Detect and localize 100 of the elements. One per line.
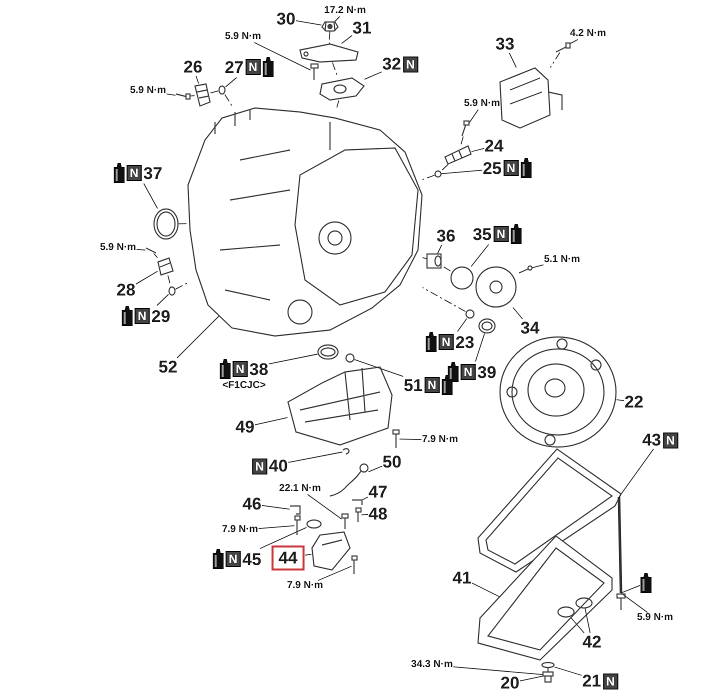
- callout-number: 34: [520, 320, 540, 336]
- leader-line: [307, 494, 342, 520]
- leader-line: [156, 294, 169, 306]
- leader-line: [318, 566, 352, 581]
- variant-note: <F1CJC>: [222, 380, 266, 391]
- oil-cooler-drawing: [499, 67, 563, 129]
- torque-value: 5.9 N·m: [464, 99, 500, 109]
- bolt-drawing: [294, 515, 301, 535]
- replace-part-mark: N: [232, 361, 248, 377]
- callout-number: 43: [642, 432, 662, 448]
- gasket-drawing: [477, 448, 622, 573]
- bolt-drawing: [518, 265, 533, 274]
- torque-value: 4.2 N·m: [570, 29, 606, 39]
- leader-line: [532, 264, 544, 268]
- torque-value: 22.1 N·m: [279, 484, 321, 494]
- switch-drawing: [319, 77, 365, 101]
- leader-line: [254, 42, 311, 70]
- replace-part-mark: N: [252, 458, 267, 474]
- torque-value: 5.9 N·m: [224, 32, 262, 42]
- torque-value: 5.1 N·m: [544, 255, 580, 265]
- leader-line: [268, 354, 318, 364]
- leader-line: [262, 504, 290, 510]
- callout-number: 52: [158, 358, 178, 376]
- rod-line: [618, 496, 622, 594]
- leader-line: [166, 93, 176, 96]
- callout-number: 42: [582, 634, 602, 650]
- torque-value: 7.9 N·m: [422, 435, 458, 445]
- callout-number: 38: [249, 360, 268, 378]
- callout-number: 27: [224, 58, 244, 76]
- filter-drawing: [426, 253, 442, 269]
- callout-number: 49: [236, 418, 254, 436]
- callout-number: 40: [268, 458, 288, 474]
- replace-part-mark: N: [504, 160, 518, 176]
- replace-part-mark: N: [438, 334, 454, 350]
- bolt-drawing: [392, 429, 400, 448]
- center-line: [153, 253, 158, 258]
- clip-drawing: [342, 448, 350, 455]
- sensor-drawing: [194, 83, 211, 107]
- leader-line: [508, 52, 517, 68]
- center-line: [175, 282, 188, 290]
- replace-part-mark: N: [424, 377, 440, 393]
- callout-number: 24: [484, 138, 504, 154]
- leader-line: [254, 417, 288, 426]
- replace-part-mark: N: [134, 308, 150, 324]
- seal-ring-drawing: [557, 606, 575, 618]
- torque-value: 5.9 N·m: [100, 243, 136, 253]
- leader-line: [474, 333, 485, 362]
- callout-number: 25: [482, 160, 502, 176]
- callout-number: 51: [404, 376, 423, 394]
- callout-number: 29: [151, 308, 170, 324]
- leader-line: [618, 448, 654, 498]
- leader-line: [470, 244, 490, 267]
- leader-line: [288, 452, 343, 463]
- bolt-drawing: [461, 120, 470, 136]
- clamp-drawing: [352, 499, 363, 505]
- bolt-drawing: [146, 247, 156, 254]
- bolt-drawing: [351, 555, 358, 574]
- replace-part-mark: N: [460, 364, 476, 380]
- leader-line: [554, 666, 582, 676]
- leader-line: [296, 20, 322, 26]
- seal-ring-drawing: [575, 597, 593, 609]
- torque-value: 5.9 N·m: [130, 86, 166, 96]
- replace-part-mark: N: [663, 432, 678, 448]
- transaxle-case-drawing: [187, 107, 423, 337]
- replace-part-mark: N: [126, 165, 142, 181]
- center-line: [328, 31, 330, 44]
- replace-part-mark: N: [603, 673, 618, 689]
- center-line: [336, 100, 340, 108]
- leader-line: [136, 270, 158, 285]
- o-ring-drawing: [168, 286, 176, 296]
- center-line: [210, 90, 219, 94]
- callout-number: 46: [242, 496, 262, 512]
- leader-line: [258, 525, 295, 529]
- center-line: [550, 52, 560, 68]
- leader-line: [225, 77, 238, 88]
- torque-value: 5.9 N·m: [636, 613, 674, 623]
- callout-number: 45: [242, 550, 262, 568]
- torque-value: 34.3 N·m: [411, 660, 453, 670]
- callout-number: 37: [143, 164, 162, 182]
- bracket-drawing: [290, 505, 301, 515]
- bolt-drawing: [341, 513, 349, 529]
- callout-number: 26: [184, 58, 202, 76]
- drain-plug-drawing: [542, 667, 554, 683]
- leader-line: [520, 676, 543, 682]
- center-line: [332, 62, 338, 78]
- center-line: [167, 275, 172, 287]
- torque-value: 7.9 N·m: [222, 525, 258, 535]
- o-ring-drawing: [306, 519, 322, 529]
- callout-number: 30: [276, 10, 296, 28]
- leader-line: [334, 16, 340, 22]
- leader-line: [452, 666, 543, 675]
- center-line: [178, 223, 188, 224]
- leader-line: [136, 248, 146, 251]
- replace-part-mark: N: [494, 226, 508, 242]
- callout-number: 28: [116, 282, 136, 298]
- leader-line: [441, 170, 483, 174]
- callout-number: 33: [496, 36, 514, 52]
- bolt-drawing: [310, 63, 319, 80]
- torque-value: 7.9 N·m: [286, 581, 324, 591]
- center-line: [422, 257, 427, 260]
